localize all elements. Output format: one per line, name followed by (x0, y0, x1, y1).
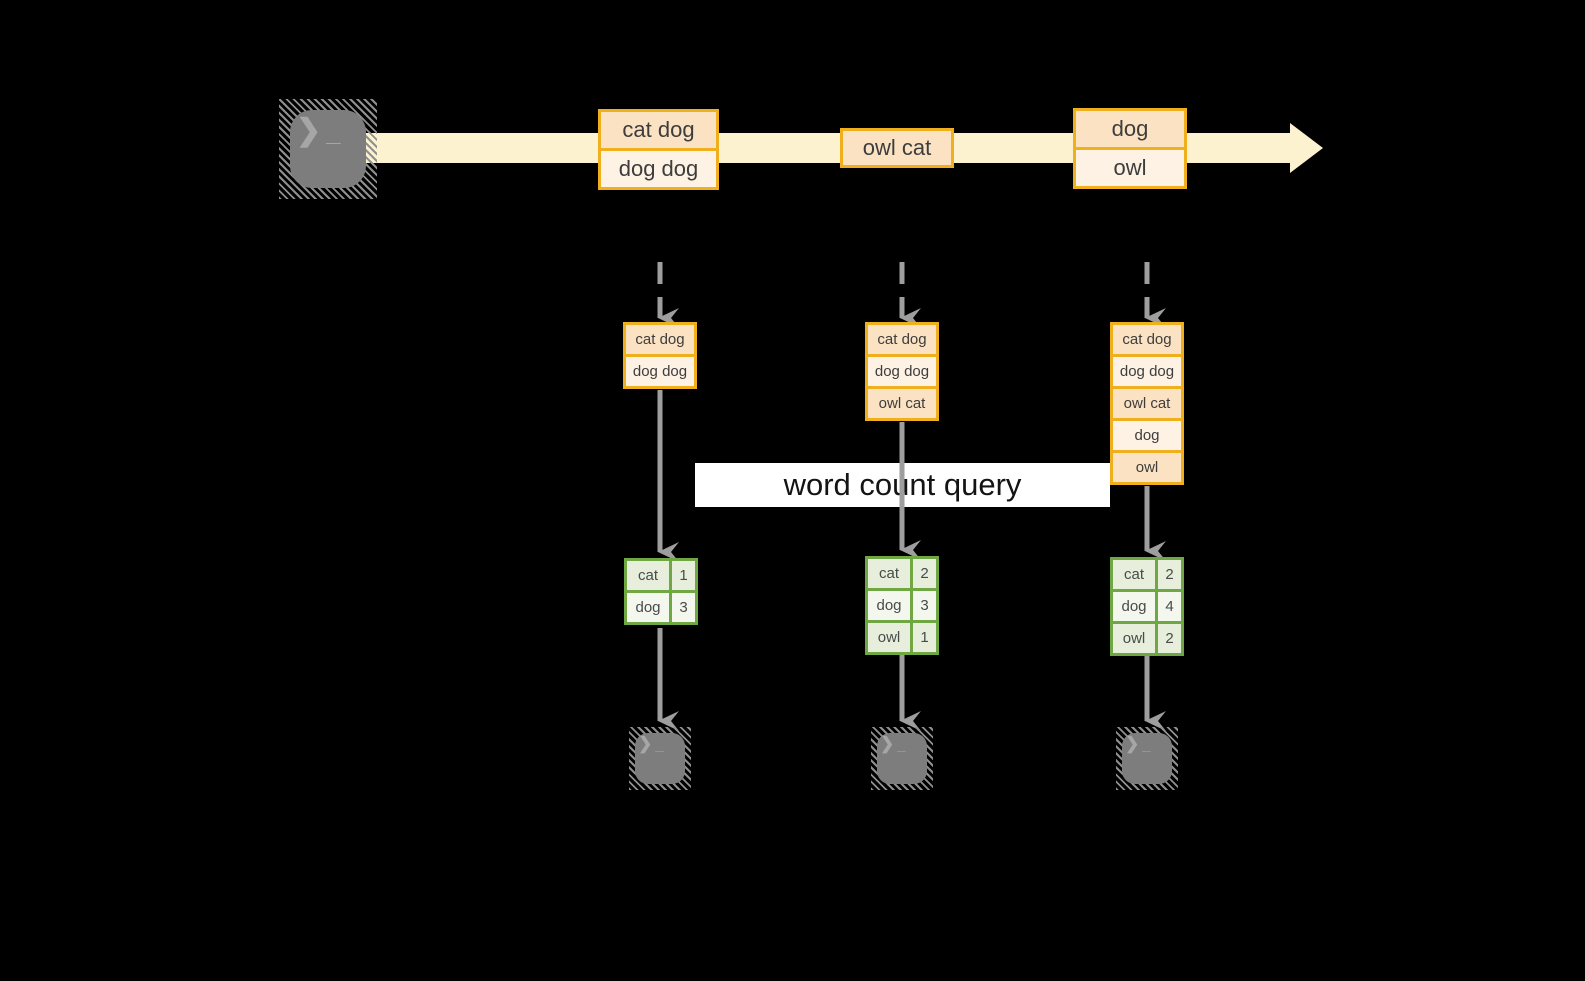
count-value-cell: 1 (672, 561, 695, 590)
word-count-query-label: word count query (695, 463, 1110, 507)
word-count-table-3: cat 2 dog 4 owl 2 (1110, 557, 1184, 656)
count-row: dog 4 (1113, 592, 1181, 621)
count-value-cell: 3 (913, 591, 936, 620)
count-row: cat 1 (627, 561, 695, 590)
prompt-cursor-icon: _ (655, 737, 664, 754)
micro-batch-1: cat dog dog dog (623, 322, 697, 389)
terminal-prompt-icon: ❯ _ (880, 734, 906, 754)
count-row: dog 3 (868, 591, 936, 620)
count-row: cat 2 (1113, 560, 1181, 589)
terminal-screen (290, 110, 366, 188)
prompt-cursor-icon: _ (1142, 737, 1151, 754)
word-cell: cat (868, 559, 910, 588)
word-cell: cat (627, 561, 669, 590)
event-line: owl cat (843, 131, 951, 165)
sink-terminal-icon-3: ❯ _ (1116, 727, 1178, 790)
prompt-cursor-icon: _ (326, 117, 341, 147)
batch-line: cat dog (868, 325, 936, 354)
batch-line: cat dog (626, 325, 694, 354)
stream-event-box-1: cat dog dog dog (598, 109, 719, 190)
stream-event-box-3: dog owl (1073, 108, 1187, 189)
terminal-screen (1122, 733, 1172, 784)
event-line: dog (1076, 111, 1184, 147)
prompt-chevron-icon: ❯ (880, 734, 895, 753)
batch-line: dog dog (1113, 357, 1181, 386)
batch-line: dog dog (626, 357, 694, 386)
word-cell: dog (1113, 592, 1155, 621)
terminal-prompt-icon: ❯ _ (1125, 734, 1151, 754)
batch-line: dog dog (868, 357, 936, 386)
count-value-cell: 2 (1158, 624, 1181, 653)
terminal-prompt-icon: ❯ _ (638, 734, 664, 754)
batch-line: cat dog (1113, 325, 1181, 354)
prompt-cursor-icon: _ (897, 737, 906, 754)
sink-terminal-icon-1: ❯ _ (629, 727, 691, 790)
word-cell: cat (1113, 560, 1155, 589)
sink-terminal-icon-2: ❯ _ (871, 727, 933, 790)
count-value-cell: 1 (913, 623, 936, 652)
prompt-chevron-icon: ❯ (296, 114, 322, 147)
word-count-table-1: cat 1 dog 3 (624, 558, 698, 625)
event-line: dog dog (601, 151, 716, 187)
terminal-screen (877, 733, 927, 784)
event-line: owl (1076, 150, 1184, 186)
batch-line: owl (1113, 453, 1181, 482)
count-row: owl 2 (1113, 624, 1181, 653)
stream-timeline-arrowhead-icon (1290, 123, 1323, 173)
count-value-cell: 3 (672, 593, 695, 622)
count-value-cell: 2 (913, 559, 936, 588)
batch-line: dog (1113, 421, 1181, 450)
batch-line: owl cat (1113, 389, 1181, 418)
count-value-cell: 4 (1158, 592, 1181, 621)
micro-batch-2: cat dog dog dog owl cat (865, 322, 939, 421)
terminal-screen (635, 733, 685, 784)
micro-batch-3: cat dog dog dog owl cat dog owl (1110, 322, 1184, 485)
stream-event-box-2: owl cat (840, 128, 954, 168)
word-cell: dog (627, 593, 669, 622)
terminal-prompt-icon: ❯ _ (296, 113, 341, 148)
word-cell: owl (1113, 624, 1155, 653)
count-value-cell: 2 (1158, 560, 1181, 589)
source-terminal-icon: ❯ _ (279, 99, 377, 199)
count-row: owl 1 (868, 623, 936, 652)
word-cell: dog (868, 591, 910, 620)
batch-line: owl cat (868, 389, 936, 418)
count-row: cat 2 (868, 559, 936, 588)
prompt-chevron-icon: ❯ (1125, 734, 1140, 753)
prompt-chevron-icon: ❯ (638, 734, 653, 753)
event-line: cat dog (601, 112, 716, 148)
count-row: dog 3 (627, 593, 695, 622)
word-count-table-2: cat 2 dog 3 owl 1 (865, 556, 939, 655)
word-cell: owl (868, 623, 910, 652)
